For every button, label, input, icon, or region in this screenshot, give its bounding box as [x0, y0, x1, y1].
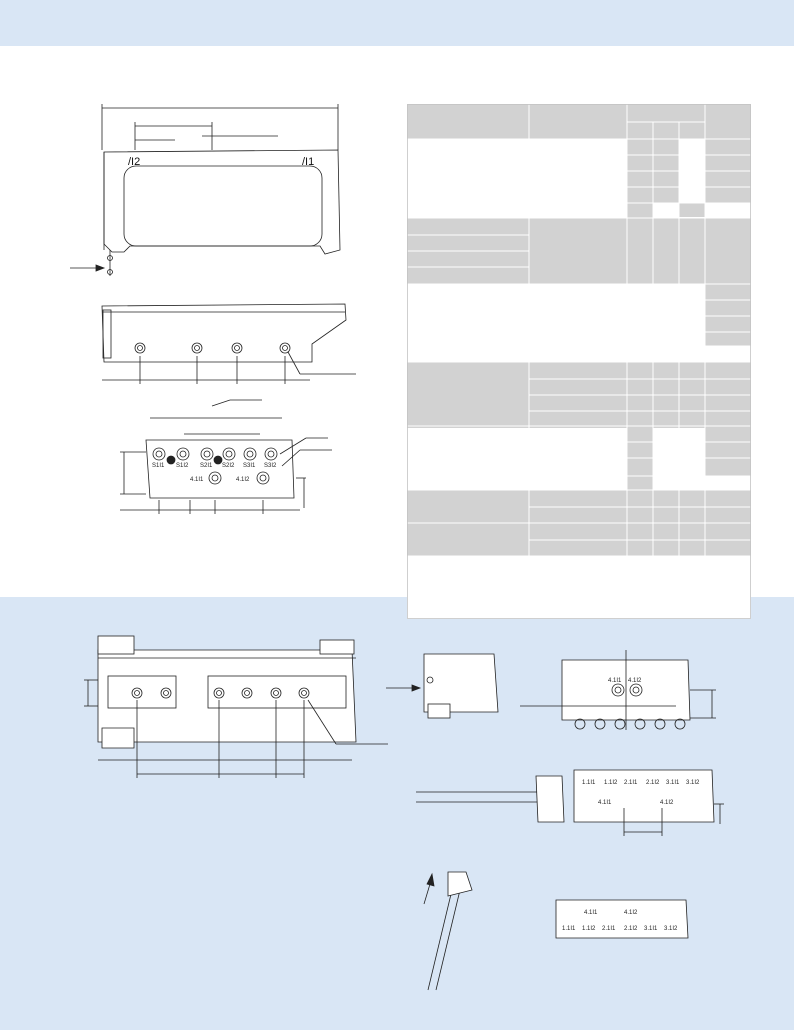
- bottom-terminal-view-body: [555, 899, 689, 939]
- terminal-label: S2I2: [222, 463, 235, 469]
- terminal-label: S1I2: [176, 463, 189, 469]
- terminal-label: S3I2: [264, 463, 277, 469]
- terminal-label: 4.1I2: [628, 678, 642, 684]
- terminal-label: 2.1I1: [602, 926, 616, 932]
- cable-terminal-view-body: [573, 769, 715, 823]
- top-view-window: [123, 165, 323, 247]
- terminal-label: S1I1: [152, 463, 165, 469]
- terminal-label: 2.1I1: [624, 780, 638, 786]
- front-view-body: [101, 303, 347, 363]
- terminal-label: 3.1I1: [644, 926, 658, 932]
- terminal-label: 4.1I1: [598, 800, 612, 806]
- terminal-label: 2.1I2: [624, 926, 638, 932]
- marker-p2: /I2: [128, 156, 141, 168]
- terminal-label: 4.1I2: [660, 800, 674, 806]
- terminal-label: 3.1I2: [664, 926, 678, 932]
- terminal-view-body: [145, 439, 295, 499]
- terminal-label: 1.1I1: [562, 926, 576, 932]
- terminal-label: 1.1I2: [582, 926, 596, 932]
- header-band: [0, 0, 794, 46]
- terminal-label: S3I1: [243, 463, 256, 469]
- cable-view-body: [535, 775, 565, 823]
- terminal-label: 4.1I1: [584, 910, 598, 916]
- terminal-label: 4.1I1: [608, 678, 622, 684]
- side-view-body: [423, 653, 499, 713]
- marker-p1: /I1: [302, 156, 315, 168]
- terminal-label: 3.1I2: [686, 780, 700, 786]
- terminal-label: 1.1I2: [604, 780, 618, 786]
- terminal-label: 3.1I1: [666, 780, 680, 786]
- terminal-label: 1.1I1: [582, 780, 596, 786]
- specification-table: [407, 104, 751, 619]
- terminal-label: 2.1I2: [646, 780, 660, 786]
- terminal-label: 4.1I2: [624, 910, 638, 916]
- terminal-label: 4.1I2: [236, 477, 250, 483]
- terminal-label: S2I1: [200, 463, 213, 469]
- terminal-label: 4.1I1: [190, 477, 204, 483]
